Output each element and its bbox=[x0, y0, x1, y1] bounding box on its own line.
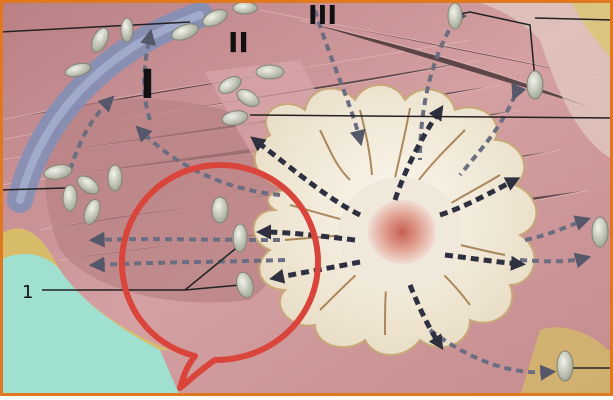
callout-number-label: 1 bbox=[22, 282, 33, 303]
lymph-node bbox=[212, 197, 228, 223]
lymph-node bbox=[121, 18, 133, 42]
level-3-label: III bbox=[308, 1, 337, 31]
lymph-node bbox=[527, 71, 543, 99]
level-1-label: I bbox=[140, 62, 155, 108]
lymph-node bbox=[448, 3, 462, 29]
lymph-node bbox=[108, 165, 122, 191]
lymph-node bbox=[592, 217, 608, 247]
lymph-node bbox=[256, 65, 284, 79]
nipple bbox=[368, 200, 436, 264]
lymph-node bbox=[557, 351, 573, 381]
lymph-node bbox=[233, 2, 257, 14]
level-2-label: II bbox=[228, 26, 249, 59]
lymph-node bbox=[233, 224, 247, 252]
lymph-node bbox=[63, 185, 77, 211]
